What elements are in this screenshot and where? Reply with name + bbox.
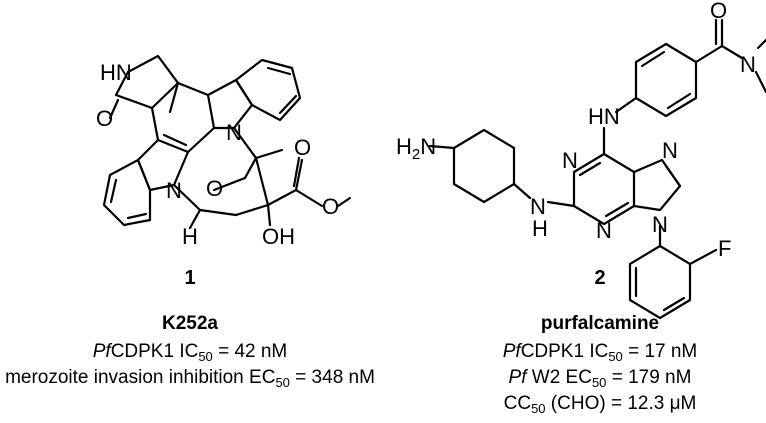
compound-2-id: 2	[594, 267, 606, 289]
atom-purine-n9: N	[652, 212, 668, 237]
atom-amide-oxygen: O	[710, 0, 727, 23]
compound-2-activity-1: PfCDPK1 IC50 = 17 nM	[502, 341, 698, 364]
compound-1-activity-1: PfCDPK1 IC50 = 42 nM	[92, 341, 288, 364]
compound-1-id: 1	[184, 267, 196, 289]
atom-hydrogen: H	[182, 224, 198, 249]
atom-right-nitrogen: N	[226, 120, 242, 145]
atom-piperidine-nitrogen: N	[740, 52, 756, 77]
atom-hydroxyl: OH	[262, 224, 295, 249]
compound-1-name: K252a	[162, 313, 218, 334]
atom-bridge-oxygen: O	[206, 176, 223, 201]
atom-hn-top: HN	[588, 104, 620, 129]
atom-carbonyl-oxygen: O	[294, 135, 311, 160]
atom-purine-n1: N	[562, 148, 578, 173]
atom-amine-h: H2N	[396, 134, 436, 163]
structure-purfalcamine	[428, 18, 766, 320]
structure-k252a	[102, 54, 352, 230]
compound-2-activity-3: CC50 (CHO) = 12.3 μM	[503, 393, 697, 416]
atom-linker-hydrogen: H	[532, 216, 548, 241]
atom-fluorine: F	[718, 236, 731, 261]
atom-ester-oxygen: O	[322, 194, 339, 219]
compound-1-activity-2: merozoite invasion inhibition EC50 = 348…	[5, 367, 375, 390]
atom-hn: HN	[100, 60, 132, 85]
atom-purine-n3: N	[596, 218, 612, 243]
atom-left-nitrogen: N	[166, 178, 182, 203]
atom-lactam-oxygen: O	[96, 106, 113, 131]
atom-purine-n7: N	[662, 138, 678, 163]
atom-linker-nitrogen: N	[530, 194, 546, 219]
compound-2-name: purfalcamine	[540, 313, 660, 334]
compound-2-activity-2: Pf W2 EC50 = 179 nM	[508, 367, 692, 390]
